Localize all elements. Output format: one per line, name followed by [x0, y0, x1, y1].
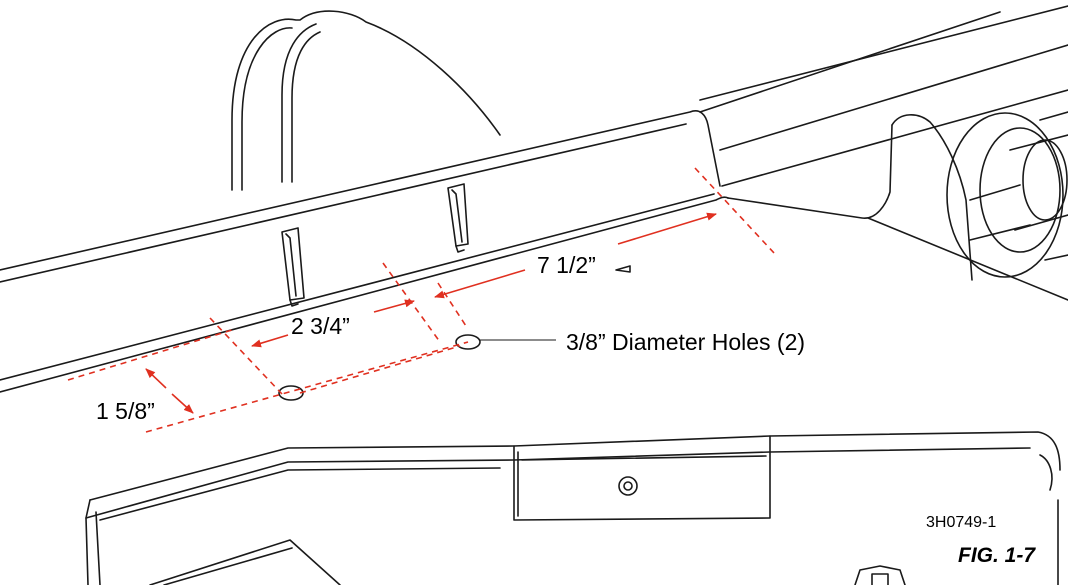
dimension-7-1-2: 7 1/2” [537, 252, 596, 278]
holes-callout-label: 3/8” Diameter Holes (2) [566, 329, 806, 355]
dimension-2-3-4: 2 3/4” [291, 313, 350, 339]
dimension-lines [67, 167, 776, 433]
part-outline [0, 5, 1068, 585]
figure-label: FIG. 1-7 [958, 544, 1036, 567]
dimension-1-5-8: 1 5/8” [96, 398, 155, 424]
part-number-label: 3H0749-1 [926, 514, 997, 531]
